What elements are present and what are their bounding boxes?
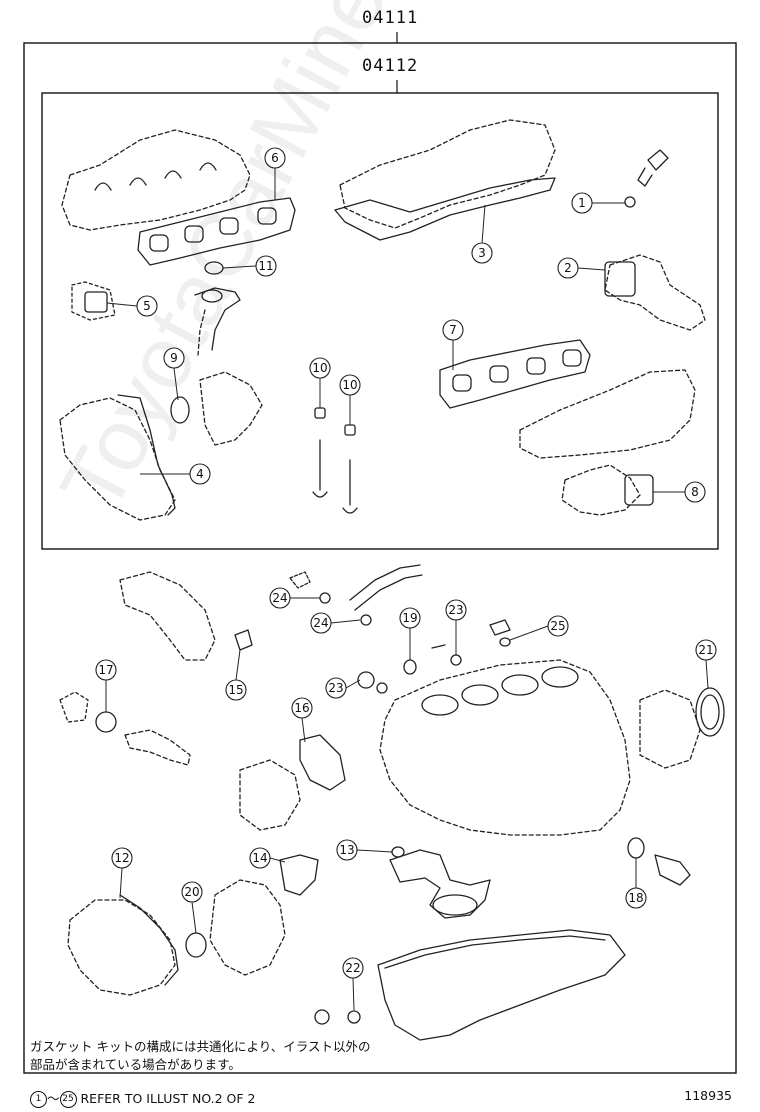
timing-cover-lower-icon bbox=[209, 879, 286, 976]
exhaust-gasket-icon bbox=[439, 339, 591, 409]
kit-note: ガスケット キットの構成には共通化により、イラスト以外の 部品が含まれている場合… bbox=[30, 1038, 370, 1074]
callout-9: 9 bbox=[170, 351, 178, 365]
oil-strainer-icon bbox=[389, 849, 491, 919]
cylinder-head-cover-icon bbox=[334, 119, 556, 241]
kit-note-line-2: 部品が含まれている場合があります。 bbox=[30, 1057, 241, 1072]
pcv-hose-icon bbox=[349, 564, 421, 601]
callout-2: 2 bbox=[564, 261, 572, 275]
callout-25: 25 bbox=[550, 619, 565, 633]
callout-24a: 24 bbox=[272, 591, 287, 605]
illustration-id: 118935 bbox=[684, 1088, 732, 1103]
callout-11: 11 bbox=[258, 259, 273, 273]
callout-15: 15 bbox=[228, 683, 243, 697]
callout-7: 7 bbox=[449, 323, 457, 337]
reference-text: REFER TO ILLUST NO.2 OF 2 bbox=[80, 1091, 256, 1106]
oil-pan-icon bbox=[377, 929, 626, 1041]
callout-23a: 23 bbox=[448, 603, 463, 617]
callout-1: 1 bbox=[578, 196, 586, 210]
callout-10a: 10 bbox=[312, 361, 327, 375]
cylinder-block-icon bbox=[379, 659, 631, 836]
callout-20: 20 bbox=[184, 885, 199, 899]
kit-note-line-1: ガスケット キットの構成には共通化により、イラスト以外の bbox=[30, 1039, 371, 1054]
timing-case-icon bbox=[67, 894, 179, 996]
range-end-badge: 25 bbox=[59, 1091, 77, 1108]
callout-16: 16 bbox=[294, 701, 309, 715]
callout-4: 4 bbox=[196, 467, 204, 481]
callout-18: 18 bbox=[628, 891, 643, 905]
sensor-plug-icon bbox=[624, 149, 669, 208]
intake-pipe-icon bbox=[194, 287, 241, 356]
inner-kit-code: 04112 bbox=[362, 56, 419, 76]
callout-14: 14 bbox=[252, 851, 267, 865]
callout-24b: 24 bbox=[313, 616, 328, 630]
callout-10b: 10 bbox=[342, 378, 357, 392]
intake-manifold-icon bbox=[519, 369, 696, 459]
outer-kit-code: 04111 bbox=[362, 8, 419, 28]
callout-5: 5 bbox=[143, 299, 151, 313]
callout-12: 12 bbox=[114, 851, 129, 865]
timing-cover-icon bbox=[59, 394, 176, 521]
manifold-gasket-icon bbox=[137, 197, 296, 266]
callout-6: 6 bbox=[271, 151, 279, 165]
water-outlet-icon bbox=[604, 254, 706, 331]
footer-reference: 1～25 REFER TO ILLUST NO.2 OF 2 bbox=[30, 1088, 256, 1108]
callout-23b: 23 bbox=[328, 681, 343, 695]
rear-oil-seal-icon bbox=[639, 687, 725, 769]
water-pump-icon bbox=[239, 734, 346, 831]
range-separator: ～ bbox=[47, 1091, 60, 1106]
exhaust-manifold-icon bbox=[61, 129, 251, 231]
callout-22: 22 bbox=[345, 961, 360, 975]
small-gasket-icon bbox=[234, 629, 253, 651]
callout-21: 21 bbox=[698, 643, 713, 657]
callout-13: 13 bbox=[339, 843, 354, 857]
callout-3: 3 bbox=[478, 246, 486, 260]
callout-19: 19 bbox=[402, 611, 417, 625]
outer-kit-frame bbox=[23, 42, 737, 1074]
bracket-icon bbox=[71, 281, 116, 321]
oil-pump-icon bbox=[170, 371, 263, 446]
range-start-badge: 1 bbox=[30, 1091, 47, 1108]
water-pipe-icon bbox=[119, 571, 216, 661]
callout-17: 17 bbox=[98, 663, 113, 677]
callout-8: 8 bbox=[691, 485, 699, 499]
thermostat-housing-icon bbox=[561, 464, 654, 516]
inner-kit-frame bbox=[41, 92, 719, 550]
pcv-hose-outline-icon bbox=[354, 574, 423, 611]
